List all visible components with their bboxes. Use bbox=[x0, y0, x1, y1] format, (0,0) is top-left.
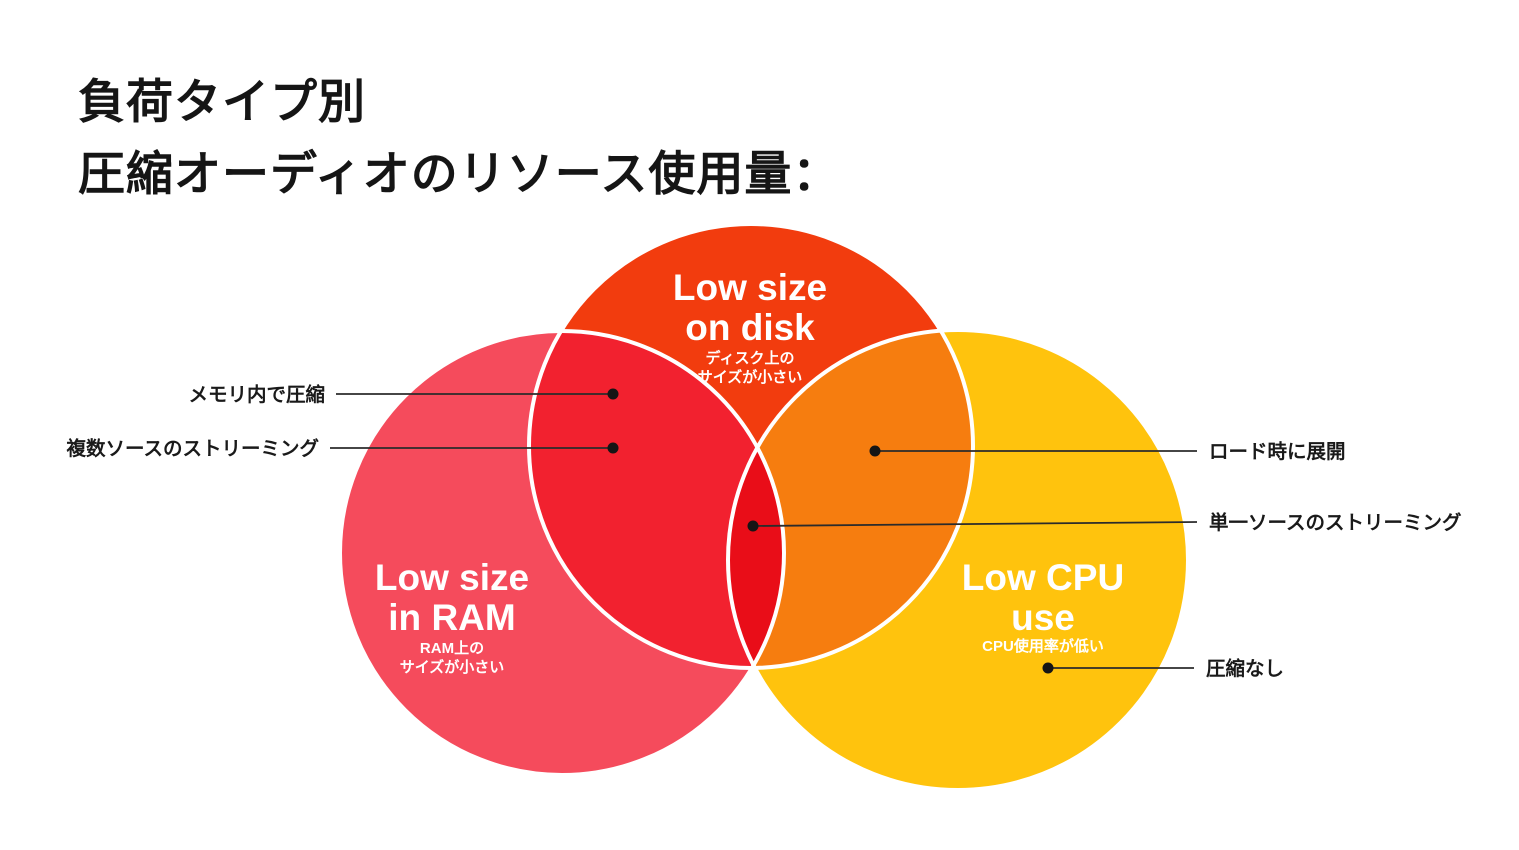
callout-dot bbox=[747, 520, 759, 532]
cpu-title-line1: Low CPU bbox=[962, 557, 1124, 598]
callout-label: 単一ソースのストリーミング bbox=[1209, 511, 1462, 534]
ram-subtitle-line2: サイズが小さい bbox=[400, 658, 505, 676]
callout-no-compression: 圧縮なし bbox=[1042, 657, 1284, 680]
callout-dot bbox=[1042, 662, 1054, 674]
callout-label: メモリ内で圧縮 bbox=[188, 383, 325, 406]
callout-multi-source-streaming: 複数ソースのストリーミング bbox=[65, 437, 619, 460]
venn-outline-cpu bbox=[726, 328, 1190, 792]
callout-decompress-on-load: ロード時に展開 bbox=[869, 440, 1346, 463]
cpu-subtitle-line1: CPU使用率が低い bbox=[982, 637, 1104, 655]
callout-dot bbox=[607, 388, 619, 400]
page-title: 負荷タイプ別 圧縮オーディオのリソース使用量： bbox=[78, 66, 840, 210]
cpu-title-line2: use bbox=[1011, 597, 1075, 638]
callout-line bbox=[752, 521, 1198, 527]
venn-outline-disk bbox=[527, 222, 975, 670]
callout-dot bbox=[869, 445, 881, 457]
page-title-line2: 圧縮オーディオのリソース使用量： bbox=[78, 147, 841, 200]
callout-memory-compress: メモリ内で圧縮 bbox=[188, 383, 619, 406]
disk-title-line2: on disk bbox=[685, 307, 815, 348]
disk-title-line1: Low size bbox=[673, 267, 827, 308]
callout-label: 複数ソースのストリーミング bbox=[65, 437, 319, 460]
callout-dot bbox=[607, 442, 619, 454]
ram-title-line1: Low size bbox=[375, 557, 529, 598]
disk-subtitle-line2: サイズが小さい bbox=[698, 368, 803, 386]
ram-subtitle-line1: RAM上の bbox=[420, 640, 484, 657]
callout-label: ロード時に展開 bbox=[1209, 440, 1346, 463]
disk-subtitle-line1: ディスク上の bbox=[706, 349, 795, 367]
callout-label: 圧縮なし bbox=[1206, 657, 1284, 680]
ram-title-line2: in RAM bbox=[388, 597, 515, 638]
page-title-line1: 負荷タイプ別 bbox=[78, 75, 366, 128]
callout-single-source-streaming: 単一ソースのストリーミング bbox=[747, 511, 1462, 534]
